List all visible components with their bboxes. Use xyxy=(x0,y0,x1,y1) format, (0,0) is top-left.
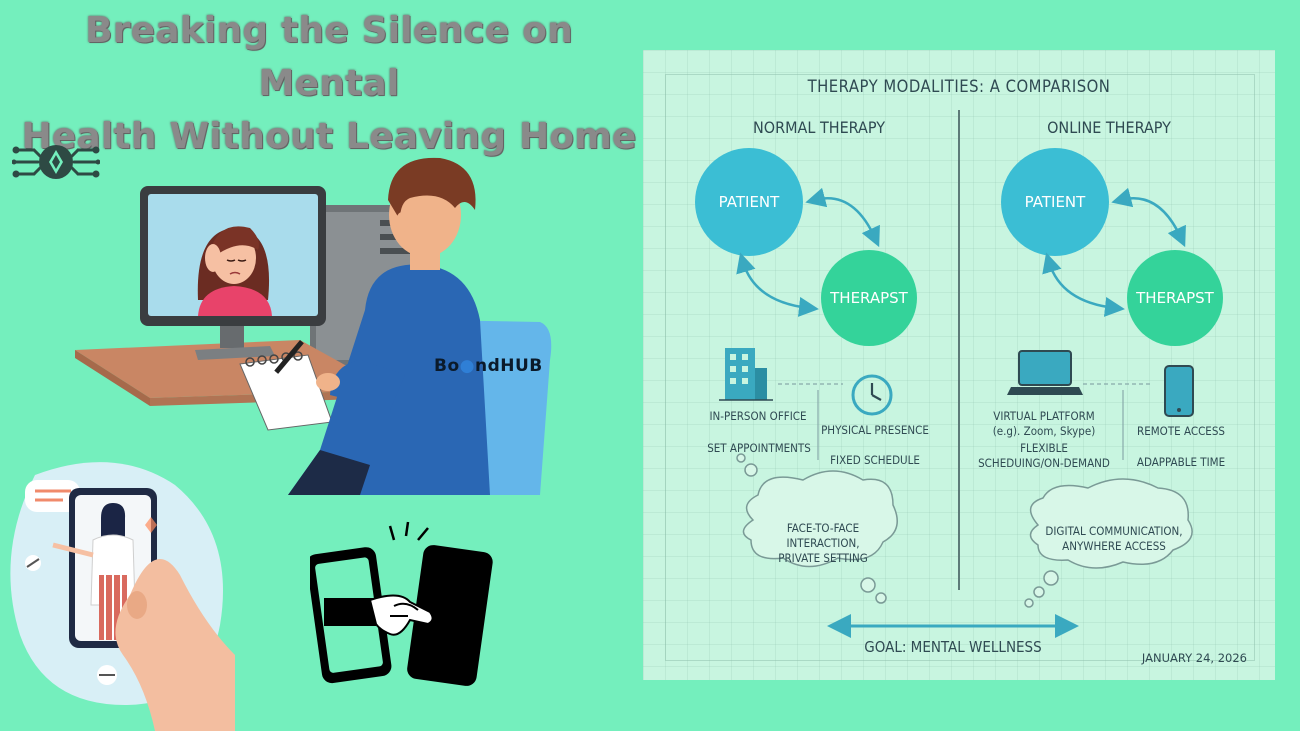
headline: Breaking the Silence on Mental Health Wi… xyxy=(14,4,644,163)
office-building-icon xyxy=(719,348,773,401)
circuit-logo-icon xyxy=(12,145,100,179)
date-stamp: JANUARY 24, 2026 xyxy=(1141,651,1247,665)
infographic-graphics xyxy=(719,187,1194,638)
label-virtual-platform: VIRTUAL PLATFORM xyxy=(993,409,1095,423)
headline-line-1: Breaking the Silence on Mental xyxy=(85,10,573,104)
arrow-patient-to-therapist-normal xyxy=(805,187,880,248)
patient-bubble-normal: PATIENT xyxy=(695,148,803,256)
arrow-therapist-to-patient-online xyxy=(1042,252,1125,317)
comparison-infographic: THERAPY MODALITIES: A COMPARISON NORMAL … xyxy=(643,50,1275,680)
brand-logo: Bo●ndHUB xyxy=(434,356,543,376)
goal-label: GOAL: MENTAL WELLNESS xyxy=(864,638,1042,656)
thought-bubble-online xyxy=(1024,478,1193,608)
label-physical-presence: PHYSICAL PRESENCE xyxy=(821,423,929,437)
label-adaptable-time: ADAPPABLE TIME xyxy=(1136,455,1226,469)
smartphone-icon xyxy=(1164,365,1194,417)
arrow-therapist-to-patient-normal xyxy=(736,252,819,317)
label-flexible: FLEXIBLE xyxy=(1020,441,1068,455)
doctor-on-phone-illustration xyxy=(10,462,235,731)
therapist-bubble-online: THERAPST xyxy=(1127,250,1223,346)
panel-frame xyxy=(665,74,1255,661)
thought-text-normal: FACE-TO-FACE INTERACTION, PRIVATE SETTIN… xyxy=(778,521,868,565)
arrow-patient-to-therapist-online xyxy=(1111,187,1186,248)
label-virtual-platform-examples: (e.g). Zoom, Skype) xyxy=(992,424,1096,438)
label-set-appointments: SET APPOINTMENTS xyxy=(707,441,811,455)
label-remote-access: REMOTE ACCESS xyxy=(1137,424,1225,438)
column-divider xyxy=(958,110,960,590)
infographic-title: THERAPY MODALITIES: A COMPARISON xyxy=(807,77,1111,96)
online-therapy-heading: ONLINE THERAPY xyxy=(1047,118,1171,137)
headline-line-2: Health Without Leaving Home xyxy=(21,116,637,157)
clock-icon xyxy=(851,374,893,416)
phone-handshake-icon xyxy=(310,521,493,686)
therapist-bubble-normal: THERAPST xyxy=(821,250,917,346)
online-session-illustration xyxy=(75,157,552,495)
laptop-icon xyxy=(1007,350,1083,395)
label-fixed-schedule: FIXED SCHEDULE xyxy=(830,453,920,467)
patient-bubble-online: PATIENT xyxy=(1001,148,1109,256)
thought-bubble-normal xyxy=(736,453,898,604)
label-scheduling-on-demand: SCHEDUING/ON-DEMAND xyxy=(978,456,1110,470)
thought-text-online: DIGITAL COMMUNICATION, ANYWHERE ACCESS xyxy=(1045,524,1183,553)
label-in-person-office: IN-PERSON OFFICE xyxy=(709,409,807,423)
normal-therapy-heading: NORMAL THERAPY xyxy=(753,118,885,137)
